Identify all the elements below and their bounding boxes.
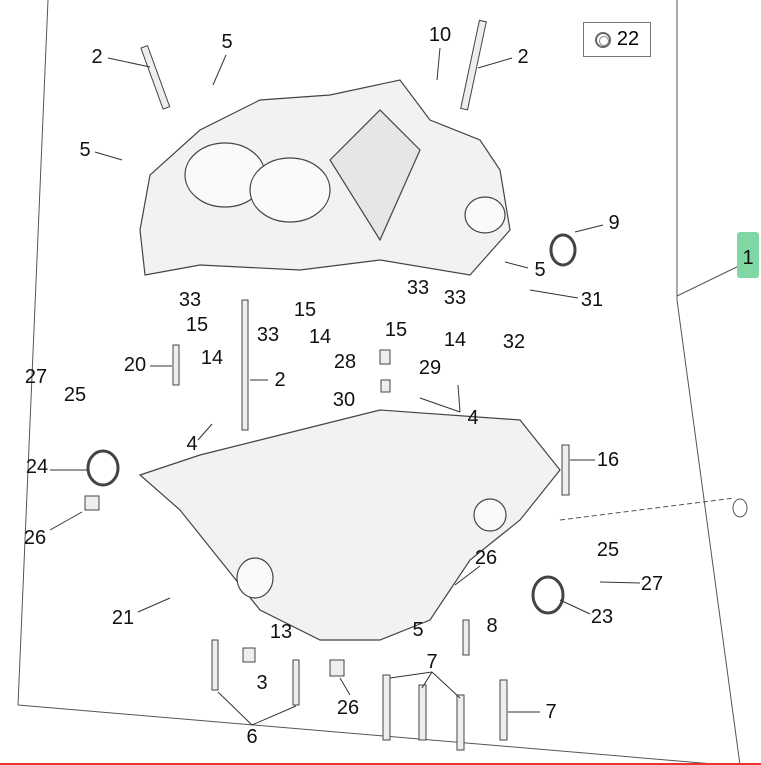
part-callout[interactable]: 4 bbox=[186, 433, 198, 455]
part-callout[interactable]: 7 bbox=[426, 651, 438, 673]
part-callout[interactable]: 9 bbox=[608, 212, 620, 234]
part-callout[interactable]: 27 bbox=[640, 573, 664, 595]
part-callout[interactable]: 20 bbox=[123, 354, 147, 376]
part-callout[interactable]: 23 bbox=[590, 606, 614, 628]
part-callout[interactable]: 26 bbox=[23, 527, 47, 549]
part-callout[interactable]: 30 bbox=[332, 389, 356, 411]
part-callout[interactable]: 15 bbox=[293, 299, 317, 321]
part-callout[interactable]: 33 bbox=[406, 277, 430, 299]
part-callout[interactable]: 5 bbox=[412, 619, 424, 641]
part-callout[interactable]: 15 bbox=[185, 314, 209, 336]
part-callout[interactable]: 14 bbox=[308, 326, 332, 348]
part-callout[interactable]: 33 bbox=[443, 287, 467, 309]
part-callout[interactable]: 10 bbox=[428, 24, 452, 46]
part-callout[interactable]: 8 bbox=[486, 615, 498, 637]
part-callout[interactable]: 31 bbox=[580, 289, 604, 311]
part-callout[interactable]: 26 bbox=[474, 547, 498, 569]
part-callout[interactable]: 2 bbox=[274, 369, 286, 391]
part-callout[interactable]: 2 bbox=[91, 46, 103, 68]
part-callout[interactable]: 27 bbox=[24, 366, 48, 388]
legend-box: 22 bbox=[583, 22, 651, 57]
part-callout[interactable]: 1 bbox=[742, 247, 754, 269]
part-callout[interactable]: 4 bbox=[467, 407, 479, 429]
part-callout[interactable]: 14 bbox=[200, 347, 224, 369]
legend-label: 22 bbox=[616, 28, 640, 50]
part-callout[interactable]: 7 bbox=[545, 701, 557, 723]
part-callout[interactable]: 29 bbox=[418, 357, 442, 379]
part-callout[interactable]: 5 bbox=[221, 31, 233, 53]
part-callout[interactable]: 5 bbox=[534, 259, 546, 281]
part-callout[interactable]: 2 bbox=[517, 46, 529, 68]
o-ring-icon bbox=[594, 31, 611, 48]
part-callout[interactable]: 33 bbox=[256, 324, 280, 346]
part-callout[interactable]: 16 bbox=[596, 449, 620, 471]
part-callout[interactable]: 6 bbox=[246, 726, 258, 748]
part-callout[interactable]: 13 bbox=[269, 621, 293, 643]
part-callout[interactable]: 25 bbox=[596, 539, 620, 561]
part-callout[interactable]: 25 bbox=[63, 384, 87, 406]
part-callout[interactable]: 32 bbox=[502, 331, 526, 353]
part-callout[interactable]: 21 bbox=[111, 607, 135, 629]
part-callout[interactable]: 28 bbox=[333, 351, 357, 373]
part-callout[interactable]: 15 bbox=[384, 319, 408, 341]
highlight-marker bbox=[737, 232, 759, 278]
part-callout[interactable]: 26 bbox=[336, 697, 360, 719]
part-callout[interactable]: 3 bbox=[256, 672, 268, 694]
part-callout[interactable]: 33 bbox=[178, 289, 202, 311]
part-callout[interactable]: 14 bbox=[443, 329, 467, 351]
part-callout[interactable]: 5 bbox=[79, 139, 91, 161]
part-callout[interactable]: 24 bbox=[25, 456, 49, 478]
